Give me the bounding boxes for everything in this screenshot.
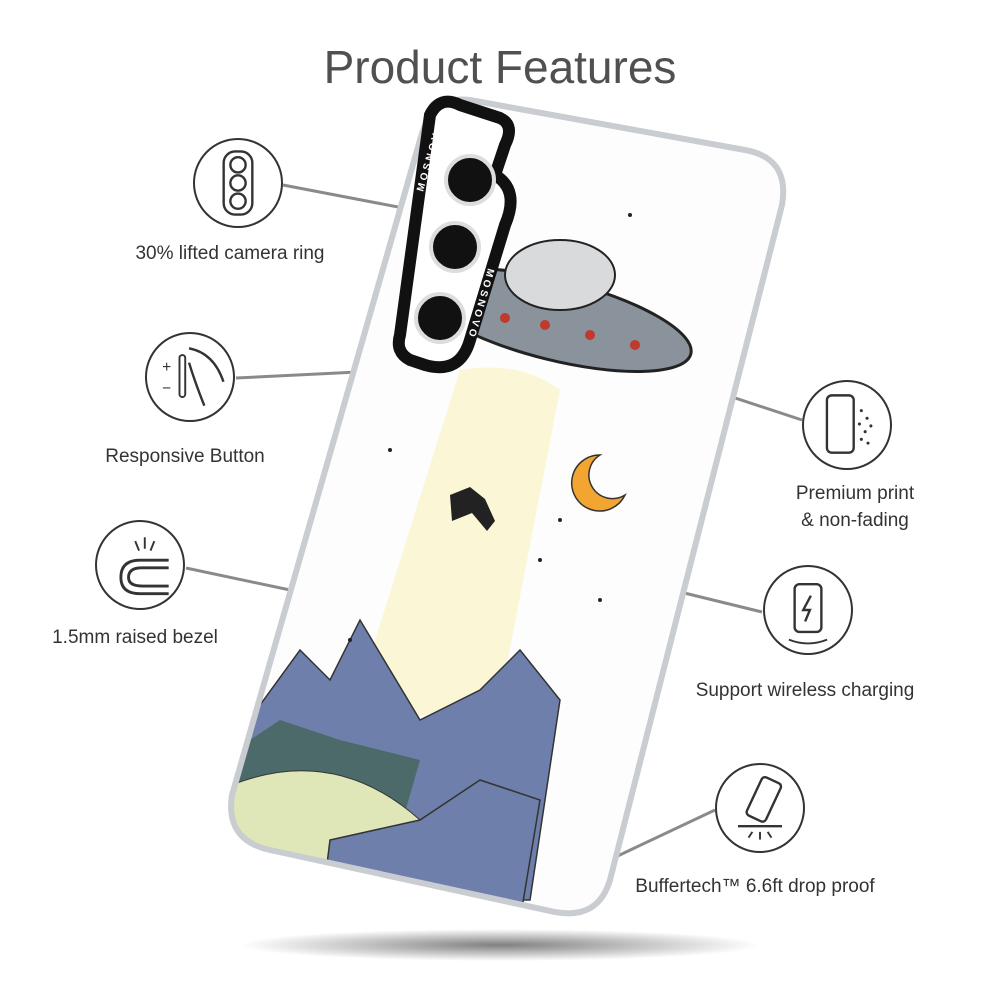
feature-label-wireless-charging: Support wireless charging bbox=[695, 680, 915, 701]
feature-label-raised-bezel: 1.5mm raised bezel bbox=[52, 627, 218, 648]
raised-bezel-icon bbox=[95, 520, 185, 610]
feature-label-line2: & non-fading bbox=[801, 510, 909, 531]
page-title: Product Features bbox=[323, 41, 677, 93]
feature-label-drop-proof: Buffertech™ 6.6ft drop proof bbox=[635, 876, 875, 897]
moon bbox=[570, 454, 627, 512]
phone-print-icon bbox=[802, 380, 892, 470]
drop-shadow bbox=[240, 929, 760, 961]
camera-ring-icon bbox=[193, 138, 283, 228]
wireless-charging-icon bbox=[763, 565, 853, 655]
svg-text:−: − bbox=[162, 380, 171, 397]
side-button-icon: +− bbox=[145, 332, 235, 422]
feature-label-line1: Premium print bbox=[795, 483, 915, 504]
svg-text:+: + bbox=[162, 359, 171, 376]
cow bbox=[450, 487, 495, 531]
feature-label-camera-ring: 30% lifted camera ring bbox=[135, 243, 325, 264]
feature-label-responsive-button: Responsive Button bbox=[105, 446, 265, 467]
drop-proof-icon bbox=[715, 763, 805, 853]
feature-label-premium-print: Premium print & non-fading bbox=[760, 480, 950, 534]
